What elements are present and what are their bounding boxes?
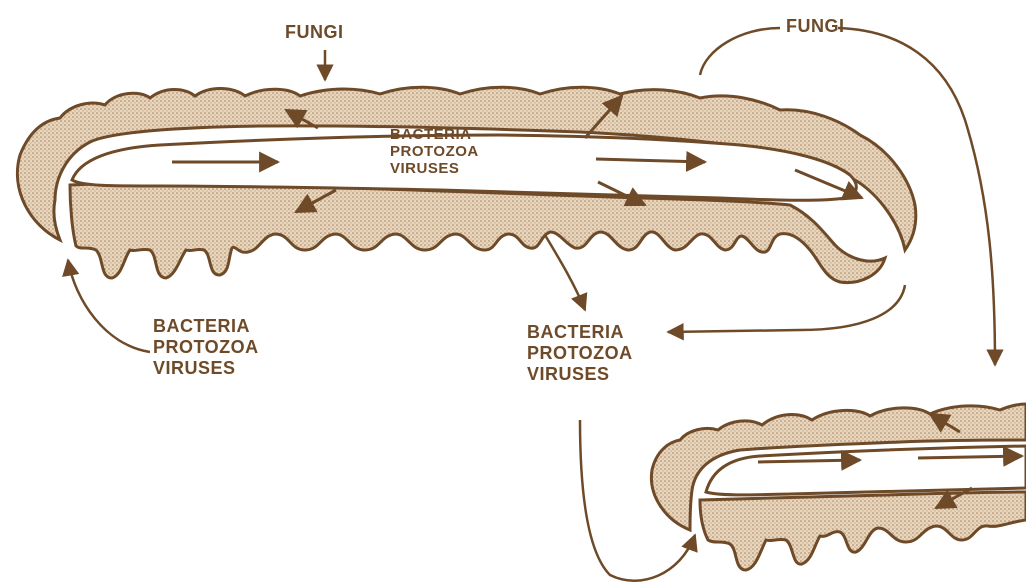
lower-tissue-shape [651,404,1026,570]
inner-bacteria: BACTERIA [390,126,479,143]
lower-tissue-lower-wall [700,492,1026,570]
inner-viruses: VIRUSES [390,160,479,177]
inner-organisms-label: BACTERIA PROTOZOA VIRUSES [390,126,479,177]
left-organisms-label: BACTERIA PROTOZOA VIRUSES [153,316,259,379]
middle-bacteria: BACTERIA [527,322,633,343]
left-protozoa: PROTOZOA [153,337,259,358]
fungi-label-right: FUNGI [786,16,845,37]
middle-protozoa: PROTOZOA [527,343,633,364]
left-bacteria: BACTERIA [153,316,259,337]
upper-tissue-shape [17,87,915,282]
middle-organisms-label: BACTERIA PROTOZOA VIRUSES [527,322,633,385]
lower-flow-arrow-1 [758,460,860,462]
inner-protozoa: PROTOZOA [390,143,479,160]
middle-viruses: VIRUSES [527,364,633,385]
fungi-label-left: FUNGI [285,22,344,43]
lower-flow-arrow-2 [918,456,1022,458]
lower-lumen [706,446,1026,495]
fungi-right-text: FUNGI [786,16,845,37]
fungi-left-text: FUNGI [285,22,344,43]
left-viruses: VIRUSES [153,358,259,379]
tissue-end-to-middle-group-arrow [668,285,905,332]
